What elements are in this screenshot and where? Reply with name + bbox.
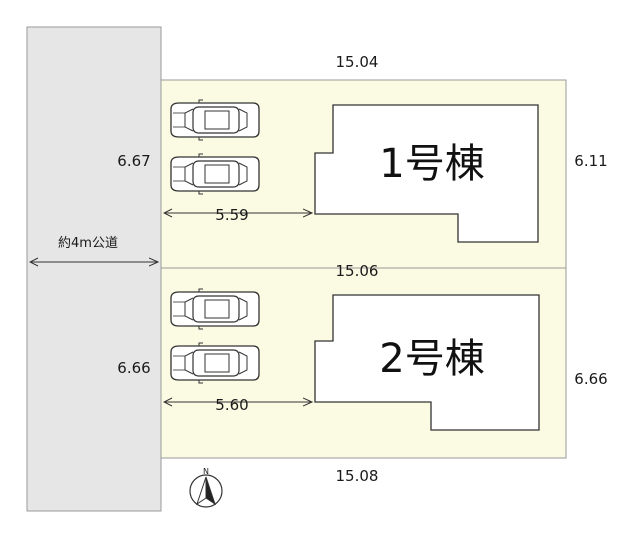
car-icon <box>170 342 260 384</box>
lot-2-bottom-width: 15.08 <box>336 467 379 485</box>
lot-1-right-depth: 6.11 <box>574 152 607 170</box>
lot-1-top-width: 15.04 <box>336 53 379 71</box>
lot-2-left-depth: 6.66 <box>117 359 150 377</box>
lot-2-right-depth: 6.66 <box>574 370 607 388</box>
car-icon <box>170 288 260 330</box>
building-2-label: 2号棟 <box>379 336 484 382</box>
lot-2-setback: 5.60 <box>215 396 248 414</box>
building-1-footprint <box>314 104 539 243</box>
car-icon <box>170 153 260 195</box>
building-2-footprint <box>314 294 540 431</box>
road-label: 約4m公道 <box>58 236 118 251</box>
north-compass-icon: N <box>189 467 223 508</box>
lot-1-left-depth: 6.67 <box>117 152 150 170</box>
lot-1-setback: 5.59 <box>215 206 248 224</box>
north-label: N <box>203 467 209 476</box>
building-1-label: 1号棟 <box>379 141 484 187</box>
lot-2-top-width: 15.06 <box>336 262 379 280</box>
public-road <box>26 26 162 512</box>
car-icon <box>170 99 260 141</box>
